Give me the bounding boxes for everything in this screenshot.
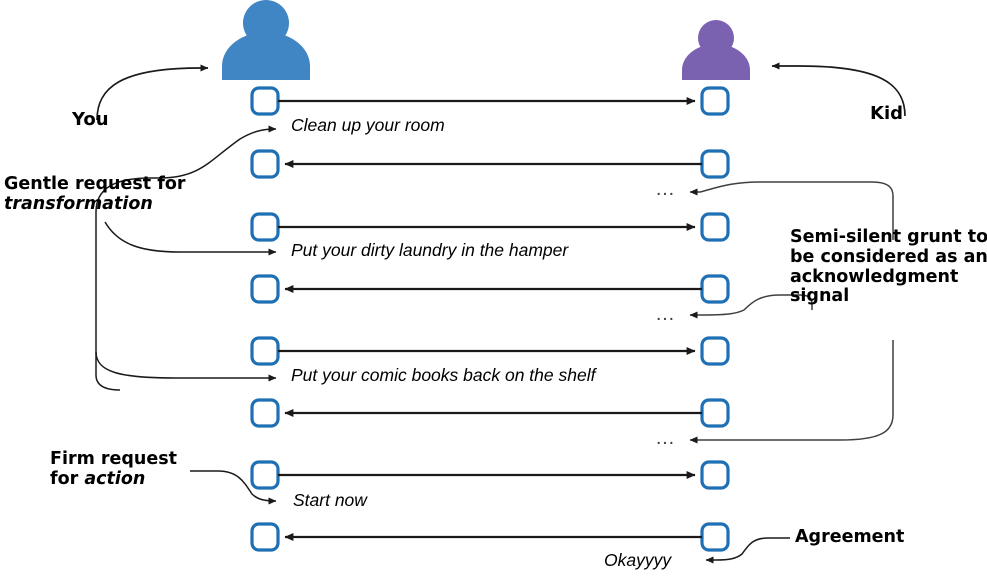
activation-box [250,522,280,552]
leader-line-agreement [705,537,790,564]
message-label-2: Put your dirty laundry in the hamper [291,240,569,260]
annotation-gentle-request-line2: transformation [4,193,153,214]
actor-label-you: You [72,109,109,130]
message-label-0: Clean up your room [291,115,445,135]
activation-box [250,398,280,428]
activation-box [250,149,280,179]
lifeline-boxes-you [250,86,280,552]
message-label-4: Put your comic books back on the shelf [291,365,596,385]
activation-box [700,149,730,179]
leader-branch-msg4 [95,351,277,382]
activation-box [250,274,280,304]
leader-line-firm-request [190,470,277,505]
annotation-gentle-request-line1: Gentle request for [4,174,186,194]
annotation-grunt-line4: signal [790,286,850,307]
annotation-gentle-request: Gentle request for transformation [4,174,204,215]
actor-you-icon [222,0,310,80]
activation-box [700,86,730,116]
leader-branch-msg2 [104,221,277,256]
activation-box [700,460,730,490]
actor-label-kid: Kid [870,103,904,124]
activation-box [700,336,730,366]
annotation-firm-request-line1: Firm request [50,449,178,469]
message-label-6: Start now [293,490,367,510]
annotation-grunt-line2: be considered as an [790,246,987,267]
leader-trunk-grunt-top [862,181,894,240]
message-arrows [278,97,702,541]
message-label-5: … [655,427,677,449]
leader-branch-reply5 [689,340,894,444]
activation-box [250,86,280,116]
activation-box [250,460,280,490]
lifeline-boxes-kid [700,86,730,552]
leader-trunk-gentle-request [95,212,121,391]
message-label-7: Okayyyy [604,550,672,570]
activation-box [700,522,730,552]
leader-branch-reply3 [689,294,781,319]
annotation-grunt-line3: acknowledgment [790,266,959,287]
leader-trunk-gentle-request-top [95,177,160,213]
leader-branch-reply1 [689,181,862,196]
actor-kid-icon [682,20,750,80]
activation-box [250,336,280,366]
activation-box [250,212,280,242]
leader-branch-msg0 [159,125,277,179]
annotation-firm-request: Firm request for action [50,449,240,490]
annotation-agreement: Agreement [795,527,905,547]
message-label-1: … [655,178,677,200]
message-label-3: … [655,303,677,325]
leader-line-kid [771,62,906,117]
annotation-firm-request-emphasis: action [84,468,146,489]
annotation-grunt-line1: Semi-silent grunt to [790,227,987,247]
annotation-semi-silent-grunt: Semi-silent grunt to be considered as an… [790,227,987,307]
activation-box [700,398,730,428]
leader-line-you [96,64,209,121]
activation-box [700,212,730,242]
activation-box [700,274,730,304]
leader-stub-reply3-a [780,294,813,310]
annotation-firm-request-line2-prefix: for [50,468,85,489]
